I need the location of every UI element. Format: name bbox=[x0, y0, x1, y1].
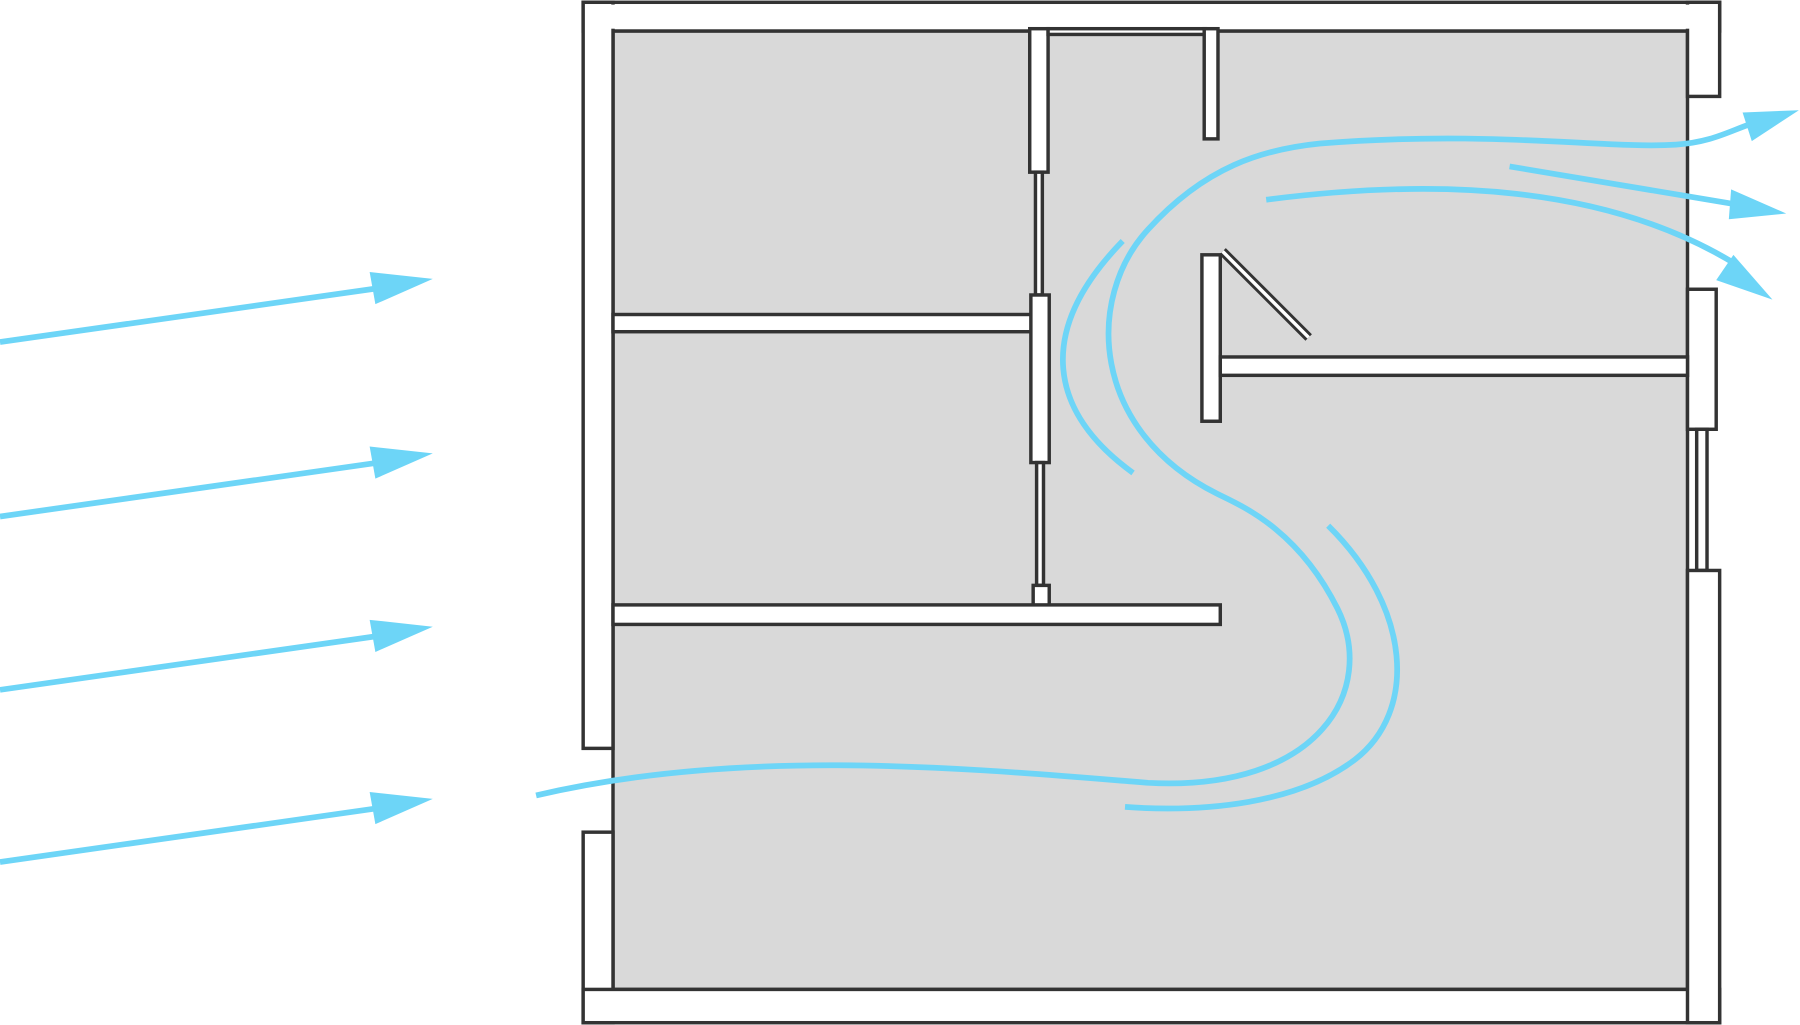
wind-arrow bbox=[0, 272, 433, 345]
wall-right-lower bbox=[1685, 568, 1722, 1025]
outer-walls bbox=[581, 0, 1722, 1025]
outgoing-arrowhead bbox=[1742, 110, 1799, 142]
wall-vertical-2 bbox=[1029, 293, 1051, 465]
wall-bottom bbox=[581, 987, 1722, 1025]
wall-top-cover bbox=[585, 4, 1718, 29]
wall-vertical-1 bbox=[1027, 26, 1050, 174]
wind-arrow bbox=[0, 446, 433, 520]
wall-stub-top-right bbox=[1202, 26, 1220, 141]
window-interior-2 bbox=[1034, 460, 1046, 588]
wall-between-rooms bbox=[611, 312, 1050, 334]
wind-arrow bbox=[0, 791, 433, 865]
floor-area bbox=[611, 29, 1690, 992]
airflow-paths bbox=[535, 110, 1799, 812]
wall-right-mid bbox=[1685, 287, 1718, 432]
top-airflow-line bbox=[1509, 163, 1737, 208]
interior-walls bbox=[611, 26, 1690, 627]
incoming-wind-arrows bbox=[0, 272, 433, 865]
window-right bbox=[1694, 427, 1709, 573]
wall-left-cover bbox=[585, 4, 611, 747]
wall-horizontal-mid bbox=[611, 603, 1223, 627]
door-swing-inner bbox=[1221, 250, 1310, 339]
outgoing-arrowhead bbox=[1728, 189, 1787, 220]
wall-partition-vertical bbox=[1200, 253, 1223, 423]
outgoing-arrowhead bbox=[1716, 254, 1773, 300]
wall-partition-horizontal bbox=[1218, 355, 1690, 378]
wall-top-stub bbox=[1046, 26, 1208, 37]
main-airflow-curve bbox=[535, 121, 1752, 799]
wind-arrow bbox=[0, 619, 433, 693]
outer-airflow-curve bbox=[1124, 523, 1401, 812]
upper-airflow-curve bbox=[1265, 185, 1741, 269]
inner-airflow-curve bbox=[1060, 239, 1135, 476]
window-interior-1 bbox=[1033, 170, 1045, 297]
